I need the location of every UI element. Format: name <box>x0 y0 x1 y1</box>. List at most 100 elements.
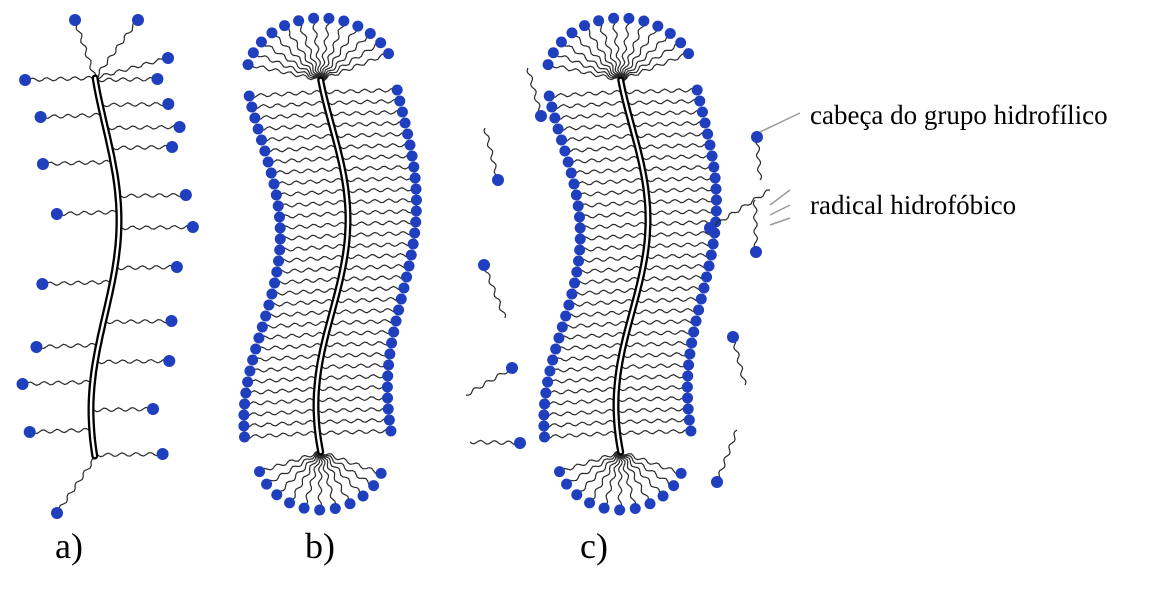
hydrophilic-head <box>682 371 693 382</box>
hydrophobic-tail <box>344 276 407 281</box>
hydrophilic-head <box>711 476 723 488</box>
surfactant-molecule <box>566 27 620 80</box>
hydrophilic-head <box>266 289 277 300</box>
surfactant-molecule <box>563 156 637 167</box>
hydrophilic-head <box>383 360 394 371</box>
hydrophobic-tail <box>245 398 314 405</box>
hydrophilic-head <box>244 91 255 102</box>
hydrophobic-tail <box>545 431 615 438</box>
surfactant-molecule <box>621 28 676 80</box>
hydrophobic-tail <box>327 342 392 347</box>
surfactant-molecule <box>260 311 329 322</box>
hydrophobic-tail <box>256 344 321 351</box>
hydrophilic-head <box>274 212 285 223</box>
hydrophilic-head <box>411 184 422 195</box>
hydrophobic-tail <box>346 166 414 171</box>
hydrophilic-head <box>549 113 560 124</box>
hydrophobic-tail <box>555 112 626 119</box>
hydrophilic-head <box>247 355 258 366</box>
hydrophilic-head <box>593 15 604 26</box>
hydrophilic-head <box>284 497 295 508</box>
tail-pointer-lines <box>770 190 790 225</box>
hydrophilic-head <box>242 377 253 388</box>
hydrophilic-head <box>623 13 634 24</box>
surfactant-molecule <box>275 223 345 234</box>
hydrophilic-head <box>263 157 274 168</box>
hydrophilic-head <box>540 388 551 399</box>
hydrophilic-head <box>398 283 409 294</box>
hydrophobic-tail <box>332 320 396 325</box>
hydrophobic-tail <box>277 190 344 197</box>
hydrophilic-head <box>683 404 694 415</box>
hydrophilic-head <box>574 245 585 256</box>
hydrophobic-tail <box>580 245 644 252</box>
hydrophobic-tail <box>280 223 345 230</box>
surfactant-molecule <box>239 431 315 442</box>
hydrophobic-tail <box>619 396 687 401</box>
surfactant-molecule <box>629 96 705 107</box>
surfactant-molecule <box>263 156 337 167</box>
hydrophobic-tail <box>635 122 706 127</box>
hydrophilic-head <box>544 91 555 102</box>
hydrophilic-head <box>166 141 178 153</box>
surfactant-molecule <box>256 134 332 145</box>
hydrophobic-tail <box>351 232 415 237</box>
surfactant-molecule <box>553 333 623 344</box>
surfactant-molecule <box>37 158 110 170</box>
surfactant-molecule <box>273 201 345 212</box>
hydrophobic-tail <box>648 176 716 181</box>
surfactant-molecule <box>109 121 186 133</box>
hydrophobic-tail <box>484 128 499 180</box>
surfactant-molecule <box>575 234 645 245</box>
hydrophobic-tail <box>121 194 186 198</box>
hydrophilic-head <box>397 107 408 118</box>
surfactant-molecule <box>24 426 89 438</box>
hydrophobic-tail <box>338 298 401 303</box>
surfactant-molecule <box>470 437 526 449</box>
hydrophilic-head <box>254 466 265 477</box>
hydrophilic-head <box>561 479 572 490</box>
surfactant-molecule <box>539 431 615 442</box>
hydrophobic-tail <box>717 430 737 482</box>
surfactant-molecule <box>238 409 313 420</box>
hydrophilic-head <box>542 377 553 388</box>
hydrophobic-tail <box>348 176 416 181</box>
hydrophilic-head <box>132 14 144 26</box>
hydrophobic-tail <box>466 367 511 396</box>
hydrophilic-head <box>584 497 595 508</box>
hydrophilic-head <box>704 261 715 272</box>
surfactant-molecule <box>261 452 321 490</box>
hydrophobic-tail <box>574 179 642 186</box>
hydrophobic-tail <box>550 366 616 373</box>
hydrophilic-head <box>574 212 585 223</box>
hydrophilic-head <box>400 118 411 129</box>
hydrophilic-head <box>708 239 719 250</box>
hydrophobic-tail <box>319 407 388 412</box>
hydrophilic-head <box>711 195 722 206</box>
surfactant-molecule <box>635 118 711 129</box>
hydrophilic-head <box>682 382 693 393</box>
surfactant-molecule <box>561 452 621 490</box>
hydrophilic-head <box>411 195 422 206</box>
hydrophobic-tail <box>262 322 326 329</box>
surfactant-molecule <box>646 162 720 173</box>
hydrophilic-head <box>293 15 304 26</box>
hydrophobic-tail <box>635 309 699 314</box>
surfactant-molecule <box>750 200 762 258</box>
hydrophobic-tail <box>274 179 342 186</box>
hydrophobic-tail <box>343 154 412 159</box>
hydrophobic-tail <box>278 201 344 208</box>
hydrophobic-tail <box>578 201 644 208</box>
hydrophilic-head <box>547 355 558 366</box>
hydrophilic-head <box>165 315 177 327</box>
hydrophobic-tail <box>329 331 393 336</box>
hydrophilic-head <box>566 27 577 38</box>
surfactant-molecule <box>266 27 320 80</box>
surfactant-molecule <box>279 20 321 80</box>
hydrophobic-tail <box>255 112 326 119</box>
surfactant-molecule <box>244 366 316 377</box>
hydrophobic-tail <box>571 167 639 174</box>
surfactant-molecule <box>321 426 397 437</box>
hydrophobic-tail <box>629 100 700 105</box>
hydrophilic-head <box>266 168 277 179</box>
